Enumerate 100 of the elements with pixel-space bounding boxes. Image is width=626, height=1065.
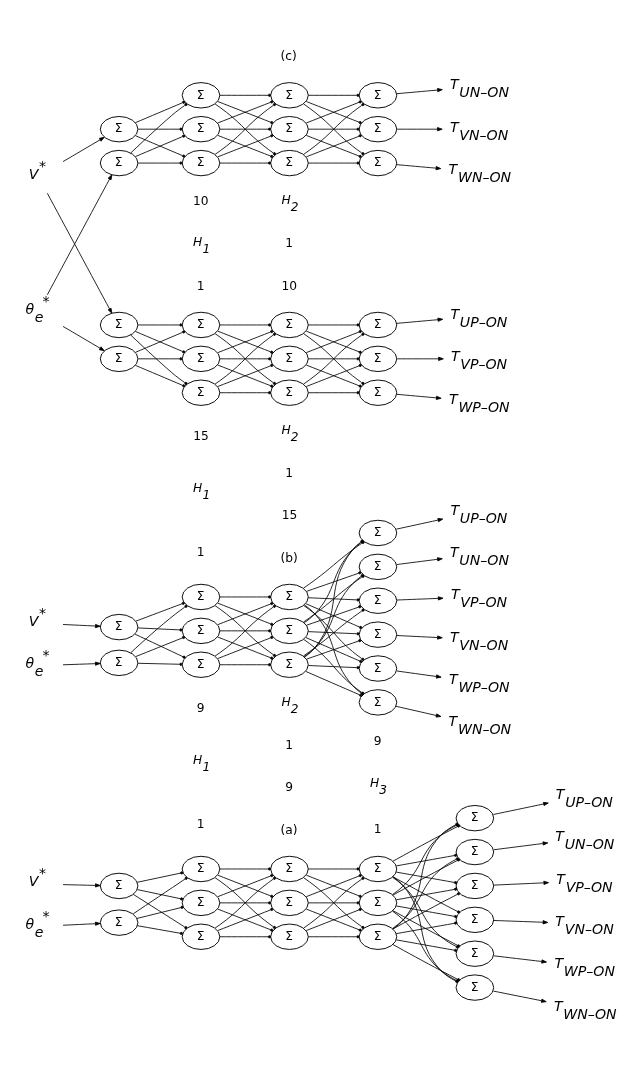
arrow [396, 88, 443, 95]
arrow [492, 801, 549, 815]
connector [136, 871, 184, 883]
node-ellipse: Σ [99, 149, 139, 177]
arrow [46, 192, 113, 314]
label: 9 [373, 734, 382, 749]
node-ellipse: Σ [99, 872, 139, 900]
connector [305, 874, 362, 898]
label: 9 [285, 780, 294, 795]
label: 1 [196, 816, 205, 831]
label: 9 [196, 701, 205, 716]
connector [137, 627, 183, 632]
connector [307, 93, 360, 97]
connector [219, 663, 272, 667]
connector [136, 925, 183, 935]
connector [305, 330, 362, 354]
connector [395, 905, 458, 919]
connector [135, 601, 185, 622]
label: (b) [280, 550, 298, 565]
connector [137, 127, 183, 131]
connector [307, 935, 360, 939]
connector [395, 853, 458, 867]
connector [135, 364, 186, 388]
connector [137, 323, 183, 327]
arrow [396, 127, 443, 132]
connector [132, 893, 188, 930]
connector [132, 876, 188, 915]
arrow [396, 557, 443, 565]
node-ellipse: Σ [99, 311, 139, 339]
connector [137, 662, 183, 666]
label: 1 [196, 278, 205, 293]
arrow [493, 880, 549, 886]
connector [307, 631, 360, 636]
connector [307, 161, 360, 165]
connector [307, 867, 360, 871]
connector [219, 935, 272, 939]
arrow [62, 883, 101, 888]
arrow [396, 356, 444, 361]
label: 10 [281, 278, 298, 293]
arrow [396, 164, 442, 171]
connector [217, 602, 274, 626]
arrow [493, 955, 547, 964]
label: 1 [373, 821, 382, 836]
arrow [62, 661, 101, 666]
connector [130, 103, 188, 154]
connector [219, 901, 272, 905]
arrow [396, 393, 442, 400]
arrow [396, 596, 444, 601]
connector [395, 887, 458, 901]
label: 1 [285, 465, 294, 480]
node-ellipse: Σ [99, 649, 139, 677]
connector [307, 127, 360, 131]
connector [219, 867, 272, 871]
label: 1 [196, 544, 205, 559]
label: 10 [192, 193, 209, 208]
label: 15 [193, 429, 209, 444]
connector [137, 357, 183, 361]
connector [219, 629, 272, 633]
label: 1 [285, 236, 294, 251]
connector [136, 905, 184, 919]
arrow [62, 921, 101, 926]
connector [219, 127, 272, 131]
label: 15 [281, 508, 298, 523]
connector [307, 323, 360, 327]
connector [137, 161, 183, 165]
arrow [46, 174, 113, 296]
connector [217, 330, 274, 354]
arrow [62, 326, 105, 352]
connector [307, 597, 360, 602]
connector [392, 876, 461, 914]
label: (a) [280, 822, 298, 837]
connector [130, 334, 188, 385]
arrow [493, 920, 549, 925]
arrow [395, 518, 444, 530]
connector [136, 889, 184, 901]
arrow [396, 317, 444, 324]
connector [135, 100, 186, 124]
arrow [395, 705, 442, 718]
connector [219, 323, 272, 327]
arrow [62, 623, 101, 629]
arrow [493, 841, 549, 851]
node-ellipse: Σ [99, 613, 139, 641]
connector [395, 921, 458, 935]
arrow [62, 136, 105, 163]
connector [219, 161, 272, 165]
connector [219, 391, 272, 395]
arrow [492, 990, 547, 1003]
connector [307, 391, 360, 395]
label: (c) [280, 48, 297, 63]
arrow [396, 635, 443, 640]
connector [392, 892, 461, 930]
arrow [396, 670, 442, 679]
connector [307, 357, 360, 361]
connector [219, 93, 272, 97]
connector [307, 665, 360, 670]
node-ellipse: Σ [99, 909, 139, 936]
connector [217, 874, 274, 898]
connector [219, 595, 272, 599]
connector [219, 357, 272, 361]
label: 1 [285, 737, 294, 752]
